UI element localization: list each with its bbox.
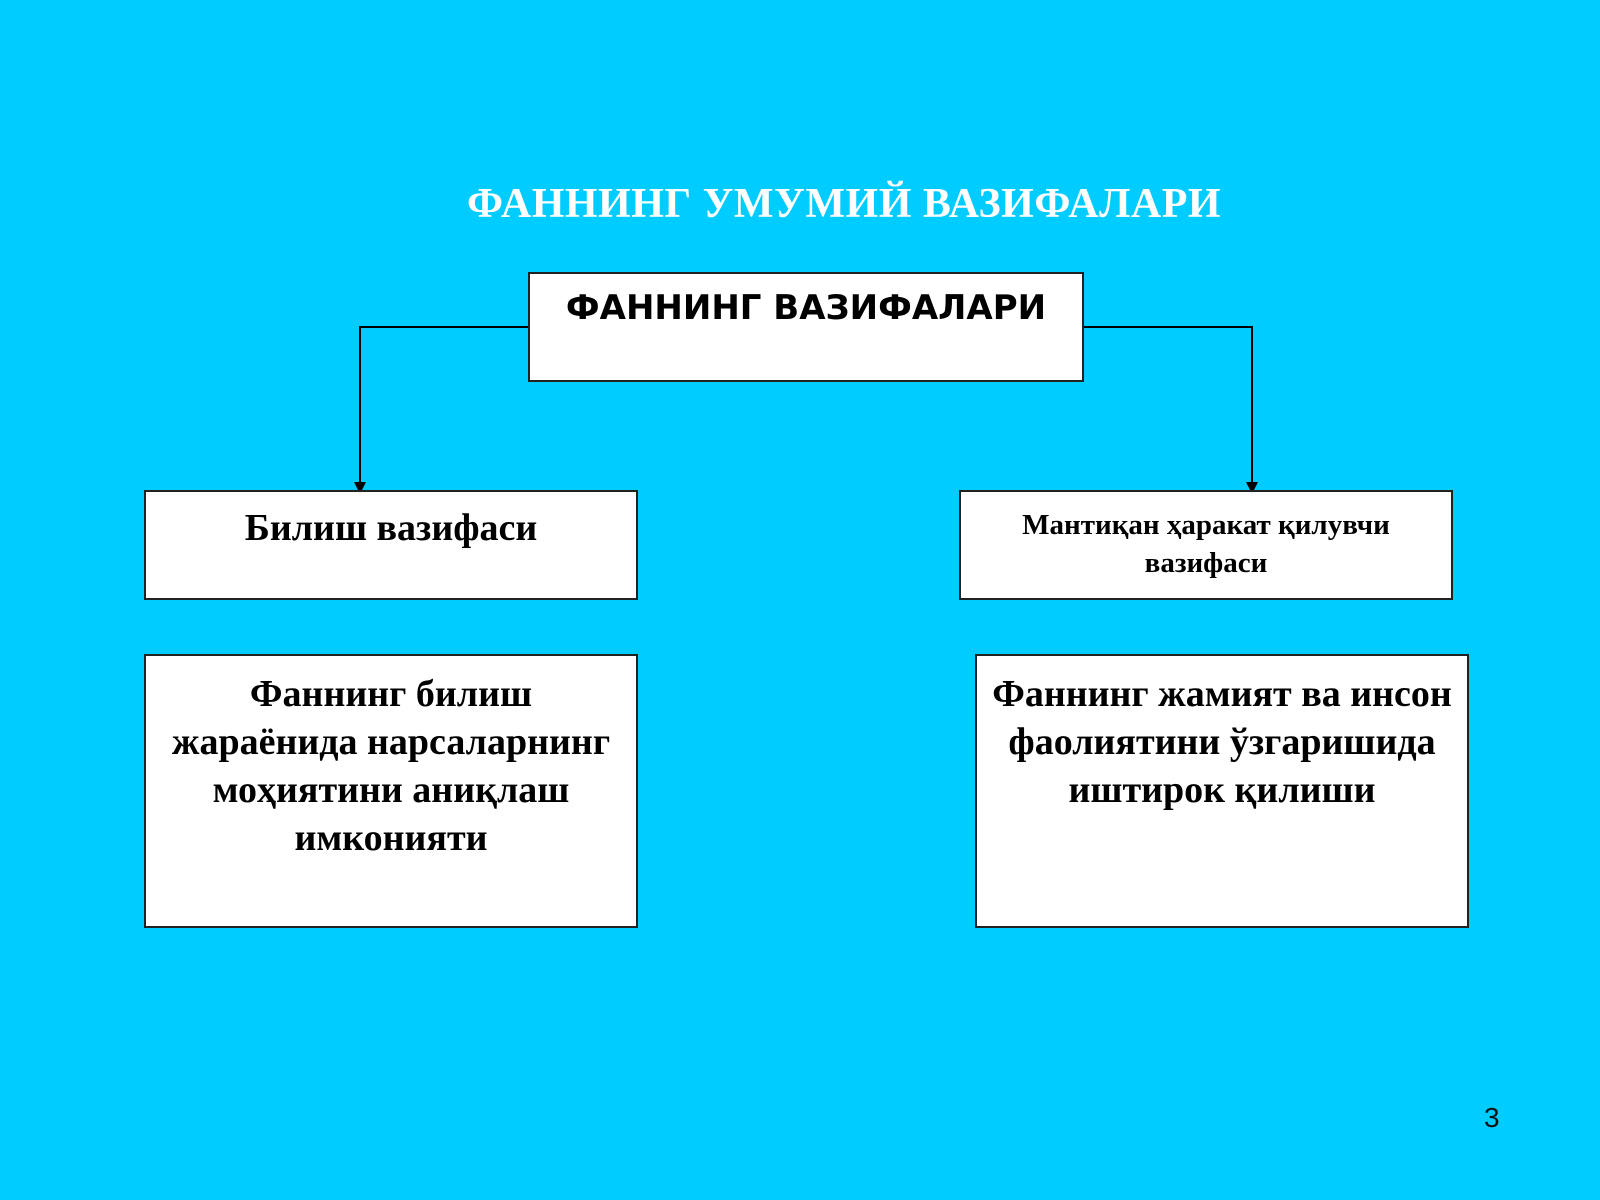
- root-node-label: ФАННИНГ ВАЗИФАЛАРИ: [565, 288, 1047, 328]
- connector-left: [354, 326, 528, 494]
- root-node: ФАННИНГ ВАЗИФАЛАРИ: [528, 272, 1084, 382]
- right-description-node: Фаннинг жамият ва инсон фаолиятини ўзгар…: [975, 654, 1469, 928]
- right-branch-label: Мантиқан ҳаракат қилувчи вазифаси: [1022, 509, 1390, 579]
- page-number: 3: [1484, 1102, 1500, 1133]
- left-branch-label: Билиш вазифаси: [244, 507, 538, 549]
- slide-title: ФАННИНГ УМУМИЙ ВАЗИФАЛАРИ: [466, 181, 1222, 227]
- left-description-node: Фаннинг билиш жараёнида нарсаларнинг моҳ…: [144, 654, 638, 928]
- left-branch-node: Билиш вазифаси: [144, 490, 638, 600]
- right-description-text: Фаннинг жамият ва инсон фаолиятини ўзгар…: [992, 673, 1452, 811]
- left-description-text: Фаннинг билиш жараёнида нарсаларнинг моҳ…: [171, 673, 611, 859]
- right-branch-node: Мантиқан ҳаракат қилувчи вазифаси: [959, 490, 1453, 600]
- connector-right: [1084, 326, 1258, 494]
